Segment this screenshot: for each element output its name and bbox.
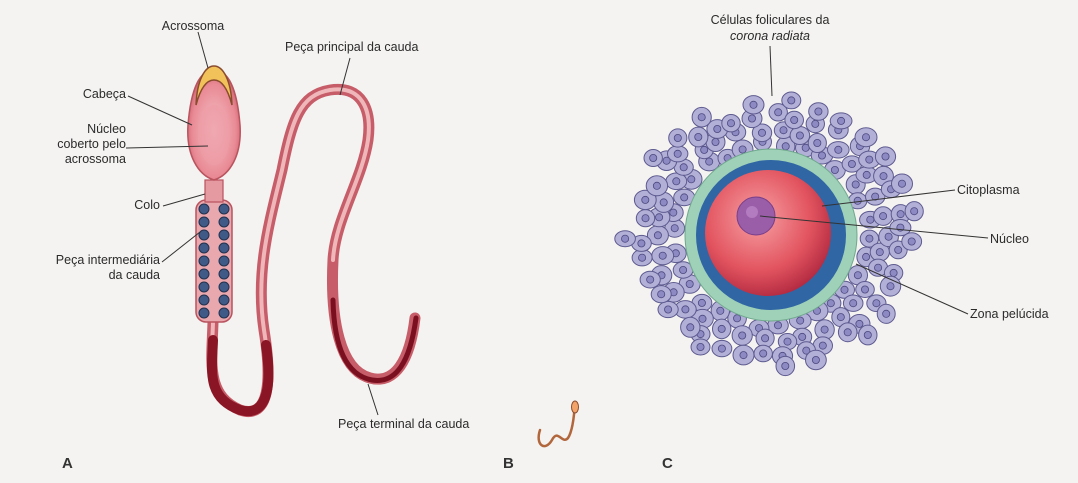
label-follicular-2: corona radiata — [680, 29, 860, 43]
mitochondrion — [199, 243, 209, 253]
leader-middle — [162, 232, 200, 262]
mitochondrion — [219, 308, 229, 318]
follicular-cell — [733, 345, 754, 365]
label-middle-piece-2: da cauda — [10, 268, 160, 282]
follicular-cell — [640, 271, 660, 288]
follicular-cell — [875, 147, 895, 166]
follicular-cell — [856, 282, 875, 298]
follicular-cell — [652, 247, 674, 265]
sperm-tail-principal-piece — [212, 89, 415, 411]
spermatozoon — [188, 66, 416, 412]
follicular-cell — [615, 231, 636, 247]
follicular-cell — [838, 323, 857, 342]
follicular-cell — [668, 146, 688, 162]
mitochondrion — [199, 217, 209, 227]
follicular-cell — [830, 113, 852, 129]
follicular-cell — [806, 350, 827, 369]
sperm-neck — [205, 180, 223, 202]
follicular-cell — [892, 174, 913, 193]
mitochondrion — [219, 243, 229, 253]
mitochondrion — [219, 269, 229, 279]
follicular-cell — [808, 134, 826, 153]
follicular-cell — [636, 210, 654, 227]
leader-terminal — [368, 384, 378, 415]
follicular-cell — [722, 115, 740, 132]
follicular-cell — [790, 127, 810, 145]
mitochondrion — [219, 256, 229, 266]
follicular-cell — [785, 111, 804, 128]
follicular-cell — [712, 340, 732, 356]
oocyte-nucleolus — [746, 206, 758, 218]
follicular-cell — [877, 304, 895, 323]
follicular-cell — [644, 150, 662, 167]
label-nucleus-3: acrossoma — [30, 152, 126, 166]
follicular-cell — [776, 356, 795, 375]
label-nucleus-1: Núcleo — [30, 122, 126, 136]
follicular-cell — [692, 107, 711, 127]
label-follicular-1: Células foliculares da — [680, 13, 860, 27]
label-principal-piece: Peça principal da cauda — [285, 40, 418, 54]
follicular-cell — [743, 96, 764, 114]
follicular-cell — [815, 320, 834, 340]
follicular-cell — [713, 319, 731, 339]
label-nucleus-2: coberto pelo — [30, 137, 126, 151]
mitochondrion — [219, 217, 229, 227]
follicular-cell — [859, 325, 877, 345]
mitochondrion — [219, 295, 229, 305]
mitochondrion — [219, 204, 229, 214]
mitochondrion — [199, 204, 209, 214]
follicular-cell — [782, 92, 801, 109]
mitochondrion — [199, 308, 209, 318]
follicular-cell — [902, 233, 922, 251]
panel-letter-b: B — [503, 455, 514, 472]
follicular-cell — [828, 142, 850, 158]
label-cytoplasm: Citoplasma — [957, 183, 1020, 197]
oocyte — [615, 92, 924, 376]
sperm-small-scale-icon — [539, 401, 579, 446]
follicular-cell — [691, 339, 710, 355]
panel-letter-a: A — [62, 455, 73, 472]
follicular-cell — [681, 317, 700, 337]
leader-follicular — [770, 46, 772, 96]
panel-letter-c: C — [662, 455, 673, 472]
follicular-cell — [905, 202, 923, 221]
label-oocyte-nucleus: Núcleo — [990, 232, 1029, 246]
follicular-cell — [732, 326, 752, 346]
mitochondrion — [199, 282, 209, 292]
follicular-cell — [646, 176, 667, 196]
mitochondrion — [199, 269, 209, 279]
mitochondrion — [219, 282, 229, 292]
label-acrosome: Acrossoma — [148, 19, 238, 33]
follicular-cell — [632, 250, 652, 266]
leader-head — [128, 96, 192, 125]
sperm-tail-dark-section — [212, 340, 268, 411]
mitochondrion — [219, 230, 229, 240]
follicular-cell — [651, 286, 671, 303]
label-zona-pellucida: Zona pelúcida — [970, 307, 1049, 321]
mitochondrion — [199, 295, 209, 305]
follicular-cell — [874, 207, 893, 226]
follicular-cell — [689, 127, 708, 147]
oocyte-cytoplasm — [705, 170, 831, 296]
follicular-cell — [809, 103, 828, 121]
follicular-cell — [855, 128, 877, 147]
follicular-cell — [843, 295, 863, 311]
label-head: Cabeça — [40, 87, 126, 101]
follicular-cell — [658, 301, 678, 317]
mitochondrion — [199, 256, 209, 266]
mitochondrion — [199, 230, 209, 240]
follicular-cell — [669, 129, 687, 147]
sperm-nucleus — [198, 105, 230, 165]
follicular-cell — [756, 329, 774, 347]
label-middle-piece-1: Peça intermediária — [10, 253, 160, 267]
leader-acrosome — [198, 32, 208, 68]
follicular-cell — [754, 345, 772, 362]
label-terminal-piece: Peça terminal da cauda — [338, 417, 469, 431]
label-neck: Colo — [60, 198, 160, 212]
